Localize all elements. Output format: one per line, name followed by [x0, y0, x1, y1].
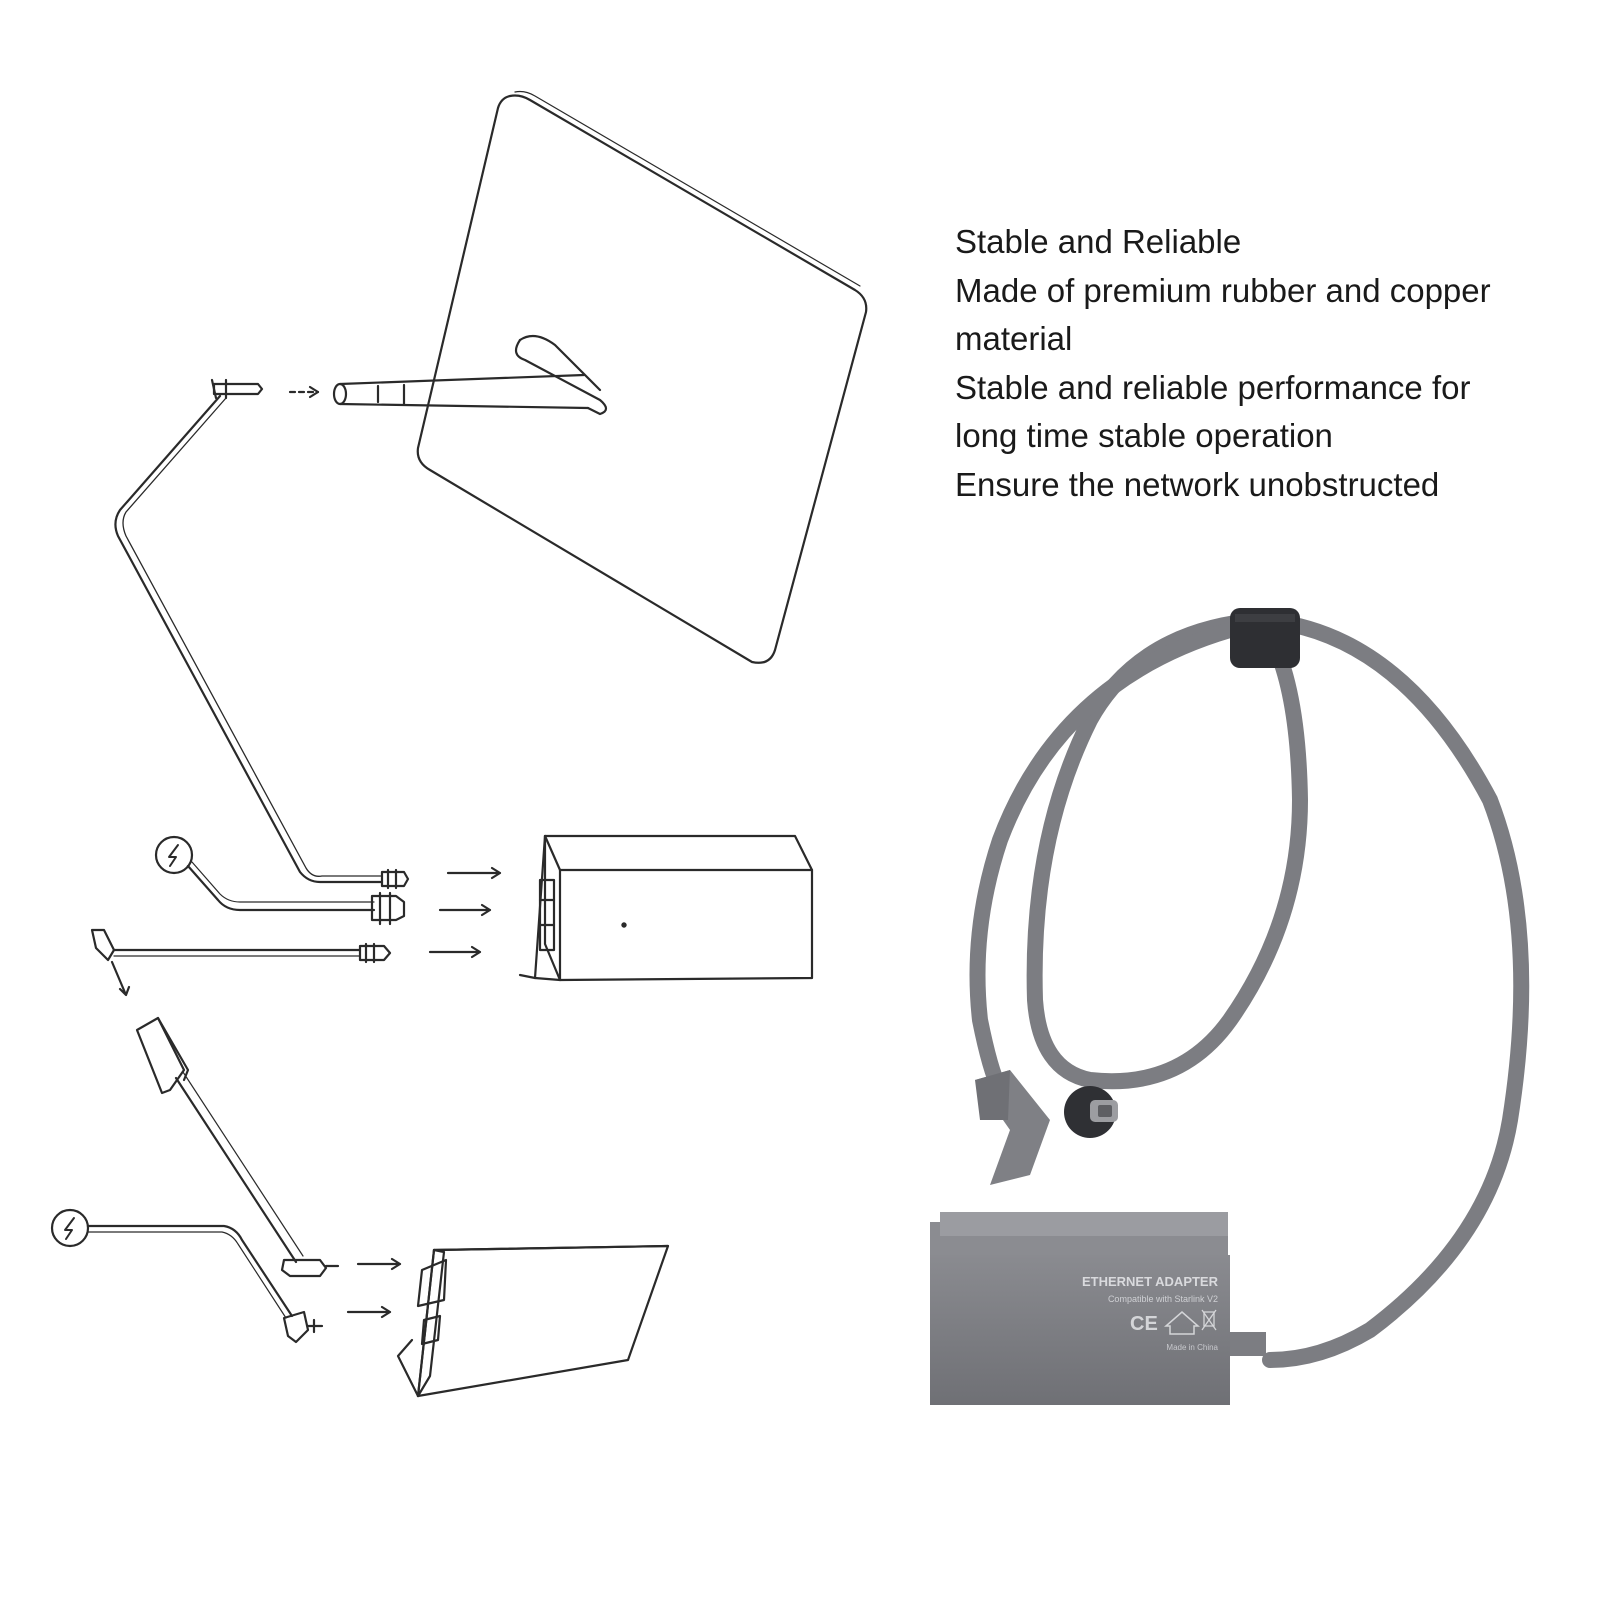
satellite-dish [332, 90, 868, 664]
ce-mark: CE [1130, 1313, 1158, 1335]
power-cable-2 [50, 1208, 402, 1344]
feature-line-6: Ensure the network unobstructed [955, 465, 1440, 503]
adapter-title: ETHERNET ADAPTER [1082, 1274, 1219, 1289]
house-icon [1164, 1311, 1200, 1335]
made-in-label: Made in China [1166, 1343, 1218, 1352]
feature-line-2: Made of premium rubber and copper [955, 271, 1491, 309]
ethernet-cable [90, 928, 392, 1264]
power-cable-1 [154, 835, 406, 926]
cable-loops [969, 612, 1530, 1368]
feature-list: Stable and Reliable Made of premium rubb… [955, 218, 1575, 509]
feature-line-1: Stable and Reliable [955, 223, 1242, 260]
adapter-subtitle: Compatible with Starlink V2 [1108, 1294, 1218, 1304]
usb-c-connector [975, 1070, 1118, 1185]
router-box [518, 834, 814, 982]
feature-line-4: Stable and reliable performance for [955, 368, 1471, 406]
product-photo: ETHERNET ADAPTER Compatible with Starlin… [930, 608, 1530, 1405]
router-box-lower [396, 1244, 670, 1398]
adapter-box: ETHERNET ADAPTER Compatible with Starlin… [930, 1212, 1266, 1405]
feature-line-3: material [955, 320, 1073, 357]
velcro-strap [1230, 608, 1300, 668]
feature-line-5: long time stable operation [955, 417, 1333, 454]
crossed-bin-icon [1201, 1309, 1217, 1331]
router-arrows [428, 866, 502, 959]
dish-cable [114, 378, 410, 890]
